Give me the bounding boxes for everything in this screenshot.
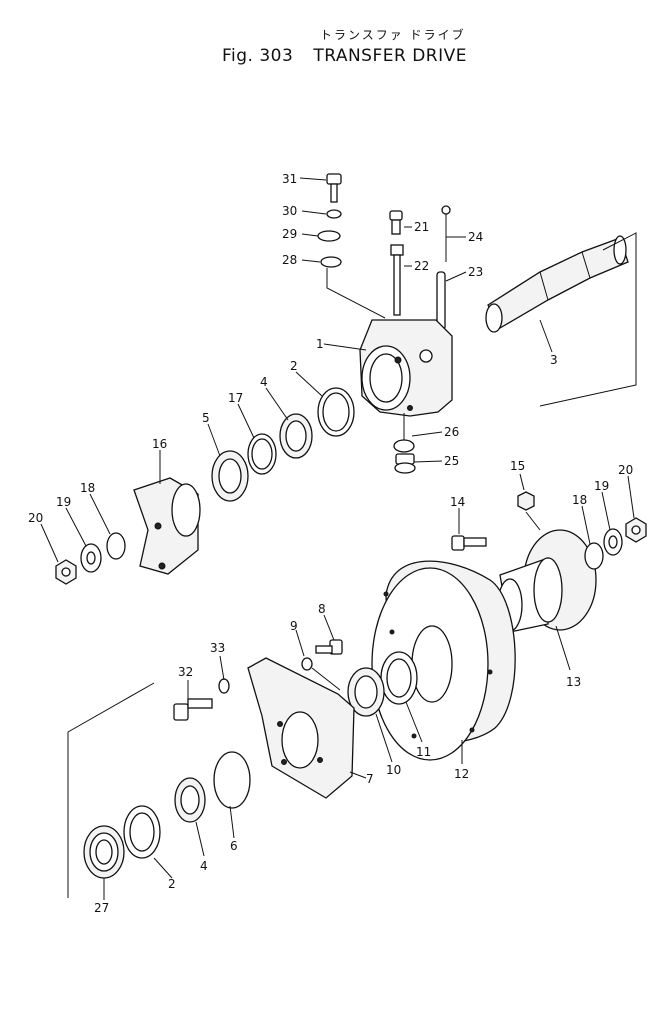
leader-28 — [326, 268, 386, 319]
part-17-ring — [247, 433, 277, 475]
callout-13: 13 — [566, 675, 581, 689]
part-30-washer — [326, 209, 342, 219]
callout-2-upper: 2 — [290, 359, 298, 373]
part-9-washer — [301, 657, 313, 671]
leader-9 — [311, 667, 341, 691]
callout-4-lower: 4 — [200, 859, 208, 873]
callout-22: 22 — [414, 259, 429, 273]
part-24-rod — [441, 205, 451, 262]
callout-14: 14 — [450, 495, 465, 509]
part-2-bearing-cup-lower — [123, 805, 161, 859]
callout-9: 9 — [290, 619, 298, 633]
part-18-ring-left — [106, 532, 126, 560]
part-4-bearing-cone — [279, 413, 313, 459]
part-19-washer-left — [80, 543, 102, 573]
callout-7: 7 — [366, 772, 374, 786]
callout-10: 10 — [386, 763, 401, 777]
callout-31: 31 — [282, 172, 297, 186]
callout-20-left: 20 — [28, 511, 43, 525]
part-14-bolt — [451, 535, 487, 551]
part-19-washer-right — [603, 528, 623, 556]
callout-25: 25 — [444, 454, 459, 468]
callout-30: 30 — [282, 204, 297, 218]
part-5-seal — [211, 450, 249, 502]
leader-15 — [525, 511, 541, 531]
callout-12: 12 — [454, 767, 469, 781]
part-18-ring-right — [584, 542, 604, 570]
callout-24: 24 — [468, 230, 483, 244]
part-33-washer — [218, 678, 230, 694]
callout-16: 16 — [152, 437, 167, 451]
part-15-nut — [517, 491, 535, 511]
part-26-o-ring — [393, 439, 415, 453]
callout-1: 1 — [316, 337, 324, 351]
callouts: 31 30 29 28 21 22 24 23 3 1 2 4 17 5 16 … — [28, 172, 633, 915]
callout-26: 26 — [444, 425, 459, 439]
part-16-yoke — [133, 477, 201, 575]
callout-8: 8 — [318, 602, 326, 616]
part-25-plug — [394, 453, 416, 474]
part-27-seal — [83, 825, 125, 879]
part-28-plate — [320, 256, 342, 268]
bracket-lower — [67, 682, 155, 898]
figure-title: TRANSFER DRIVE — [313, 46, 467, 66]
callout-19-right: 19 — [594, 479, 609, 493]
callout-20-right: 20 — [618, 463, 633, 477]
callout-11: 11 — [416, 745, 431, 759]
part-3-shaft — [485, 235, 629, 333]
callout-3: 3 — [550, 353, 558, 367]
callout-19-left: 19 — [56, 495, 71, 509]
figure-heading: Fig. 303 TRANSFER DRIVE — [222, 46, 467, 66]
part-1-housing — [359, 319, 453, 417]
part-31-bolt — [326, 173, 342, 203]
figure-number: Fig. 303 — [222, 46, 294, 66]
part-2-bearing-cup — [317, 387, 355, 437]
part-8-bolt — [315, 639, 343, 655]
leader-lines — [40, 177, 635, 900]
callout-4-upper: 4 — [260, 375, 268, 389]
callout-21: 21 — [414, 220, 429, 234]
callout-6: 6 — [230, 839, 238, 853]
callout-17: 17 — [228, 391, 243, 405]
part-20-nut-right — [625, 517, 647, 543]
part-10-seal — [347, 667, 385, 717]
callout-2-lower: 2 — [168, 877, 176, 891]
callout-18-right: 18 — [572, 493, 587, 507]
japanese-title: トランスファ ドライブ — [320, 28, 466, 42]
callout-32: 32 — [178, 665, 193, 679]
callout-18-left: 18 — [80, 481, 95, 495]
callout-15: 15 — [510, 459, 525, 473]
bracket-3 — [539, 232, 637, 407]
callout-28: 28 — [282, 253, 297, 267]
part-4-bearing-cone-lower — [174, 777, 206, 823]
part-13-flange-yoke — [497, 529, 597, 633]
part-29-plate — [317, 230, 341, 242]
part-7-cover — [247, 657, 355, 799]
callout-5: 5 — [202, 411, 210, 425]
part-12-drum — [371, 560, 516, 761]
callout-29: 29 — [282, 227, 297, 241]
callout-23: 23 — [468, 265, 483, 279]
callout-27: 27 — [94, 901, 109, 915]
part-11-ring — [380, 651, 418, 705]
part-20-nut-left — [55, 559, 77, 585]
part-22-stud — [390, 244, 404, 316]
part-6-o-ring — [213, 751, 251, 809]
callout-33: 33 — [210, 641, 225, 655]
part-21-fitting — [389, 210, 403, 235]
part-32-bolt — [173, 698, 213, 721]
